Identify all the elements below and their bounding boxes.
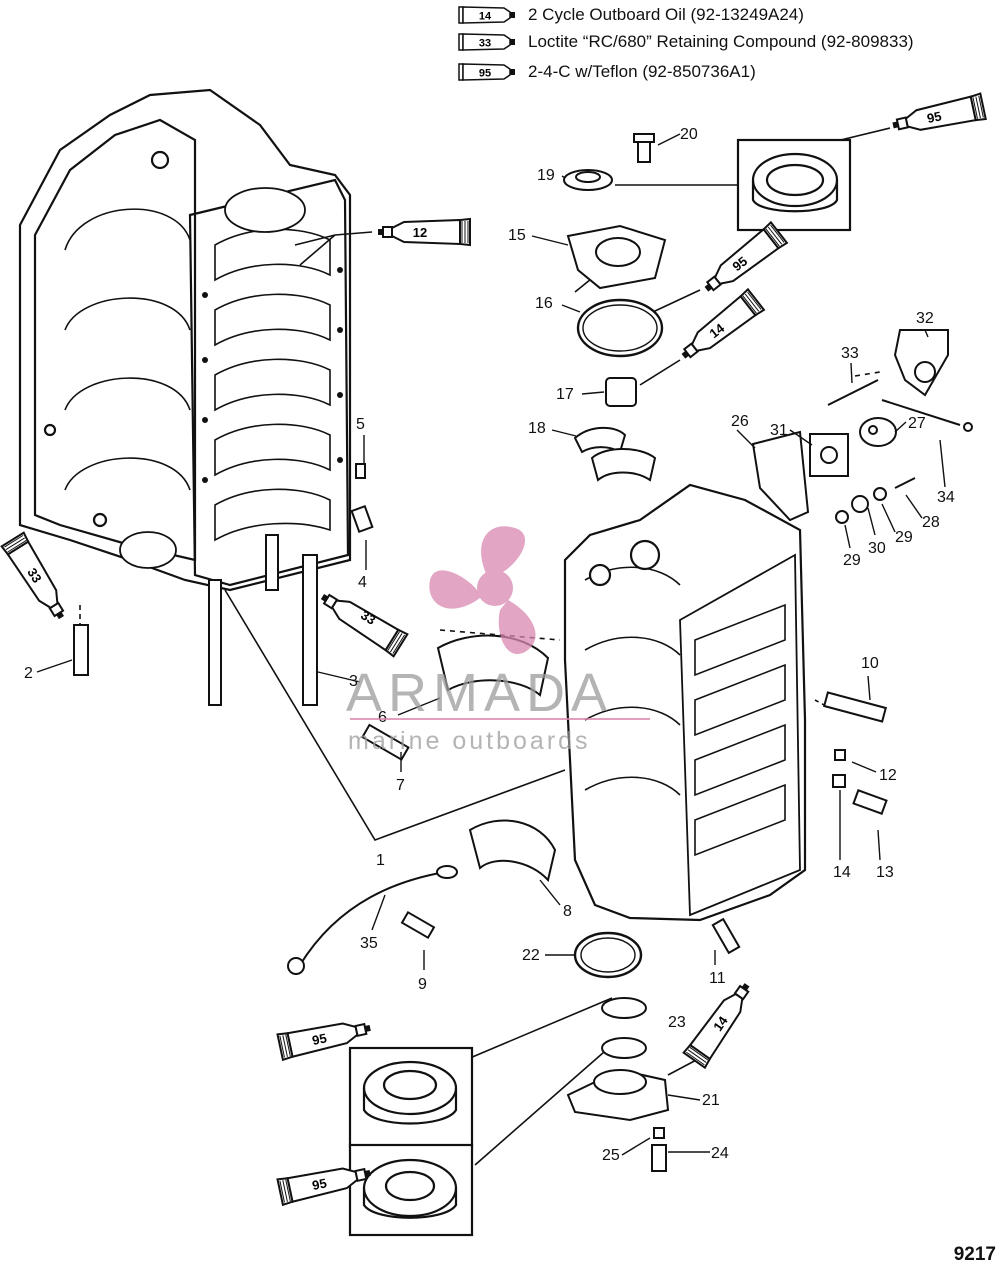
callout-13: 13 [876, 864, 894, 881]
tube-33-center: 33 [314, 584, 409, 658]
svg-text:33: 33 [358, 607, 378, 627]
callout-9: 9 [418, 976, 427, 993]
callout-11: 11 [709, 970, 726, 987]
svg-text:33: 33 [24, 565, 44, 585]
studs-group [73, 463, 374, 706]
callout-34: 34 [937, 489, 955, 506]
callout-21: 21 [702, 1092, 720, 1109]
callout-24: 24 [711, 1145, 729, 1162]
legend-row-loctite: 33 Loctite “RC/680” Retaining Compound (… [458, 29, 914, 55]
svg-text:95: 95 [926, 108, 943, 126]
callout-6: 6 [378, 709, 387, 726]
tube-95-bottom: 95 [276, 1159, 374, 1206]
callout-29b: 29 [843, 552, 861, 569]
callout-30: 30 [868, 540, 886, 557]
callout-31: 31 [770, 422, 788, 439]
lubricant-tubes: 12 95 95 14 33 33 95 14 95 [0, 92, 987, 1206]
callout-15: 15 [508, 227, 526, 244]
callout-7: 7 [396, 777, 405, 794]
legend-loctite-label: Loctite “RC/680” Retaining Compound (92-… [528, 32, 914, 51]
tube-95-top: 95 [889, 92, 987, 140]
seal-insets [348, 138, 852, 1237]
figure-number: 9217 [953, 1244, 996, 1265]
callout-25: 25 [602, 1147, 620, 1164]
tube-icon: 14 [458, 6, 515, 24]
callout-27: 27 [908, 415, 926, 432]
callout-17: 17 [556, 386, 574, 403]
callout-4: 4 [358, 574, 367, 591]
callout-19: 19 [537, 167, 555, 184]
cylinder-block-left [18, 88, 352, 592]
block-bolt-holes [202, 267, 343, 483]
svg-text:95: 95 [311, 1030, 328, 1048]
watermark-tagline: marine outboards [348, 727, 591, 755]
small-parts [287, 133, 973, 1172]
tube-14-mid: 14 [674, 288, 765, 368]
tube-95-lower: 95 [276, 1014, 374, 1061]
callout-10: 10 [861, 655, 879, 672]
callout-16: 16 [535, 295, 553, 312]
svg-text:95: 95 [479, 68, 491, 80]
legend-grease-label: 2-4-C w/Teflon (92-850736A1) [528, 62, 756, 81]
callout-2: 2 [24, 665, 33, 682]
callout-22: 22 [522, 947, 540, 964]
callout-28: 28 [922, 514, 940, 531]
crankcase-cover-right [563, 483, 807, 922]
legend-row-oil: 14 2 Cycle Outboard Oil (92-13249A24) [458, 2, 804, 28]
callout-33: 33 [841, 345, 859, 362]
callout-8: 8 [563, 903, 572, 920]
svg-text:14: 14 [479, 11, 492, 23]
callout-3: 3 [349, 673, 358, 690]
tube-icon: 95 [458, 63, 515, 81]
callout-labels: 1 2 3 4 5 6 7 8 9 10 11 12 13 14 15 16 1… [24, 126, 955, 1164]
watermark-brand: ARMADA [346, 663, 614, 723]
callout-14: 14 [833, 864, 851, 881]
callout-29a: 29 [895, 529, 913, 546]
tube-95-mid: 95 [697, 221, 788, 301]
callout-26: 26 [731, 413, 749, 430]
callout-1: 1 [376, 852, 385, 869]
tube-14-lower: 14 [682, 976, 759, 1069]
callout-18: 18 [528, 420, 546, 437]
callout-5: 5 [356, 416, 365, 433]
callout-23: 23 [668, 1014, 686, 1031]
callout-32: 32 [916, 310, 934, 327]
callout-20: 20 [680, 126, 698, 143]
legend-oil-label: 2 Cycle Outboard Oil (92-13249A24) [528, 5, 804, 24]
svg-text:95: 95 [311, 1175, 328, 1193]
svg-text:33: 33 [479, 38, 491, 50]
callout-12: 12 [879, 767, 897, 784]
leader-lines [79, 127, 891, 1166]
tube-33-left: 33 [0, 531, 74, 626]
tube-label: 12 [413, 225, 427, 240]
tube-12: 12 [377, 218, 471, 246]
callout-leaders [36, 133, 946, 1156]
legend-row-grease: 95 2-4-C w/Teflon (92-850736A1) [458, 59, 756, 85]
callout-35: 35 [360, 935, 378, 952]
watermark-divider [350, 718, 650, 720]
propeller-icon [429, 526, 536, 654]
tube-icon: 33 [458, 33, 515, 51]
